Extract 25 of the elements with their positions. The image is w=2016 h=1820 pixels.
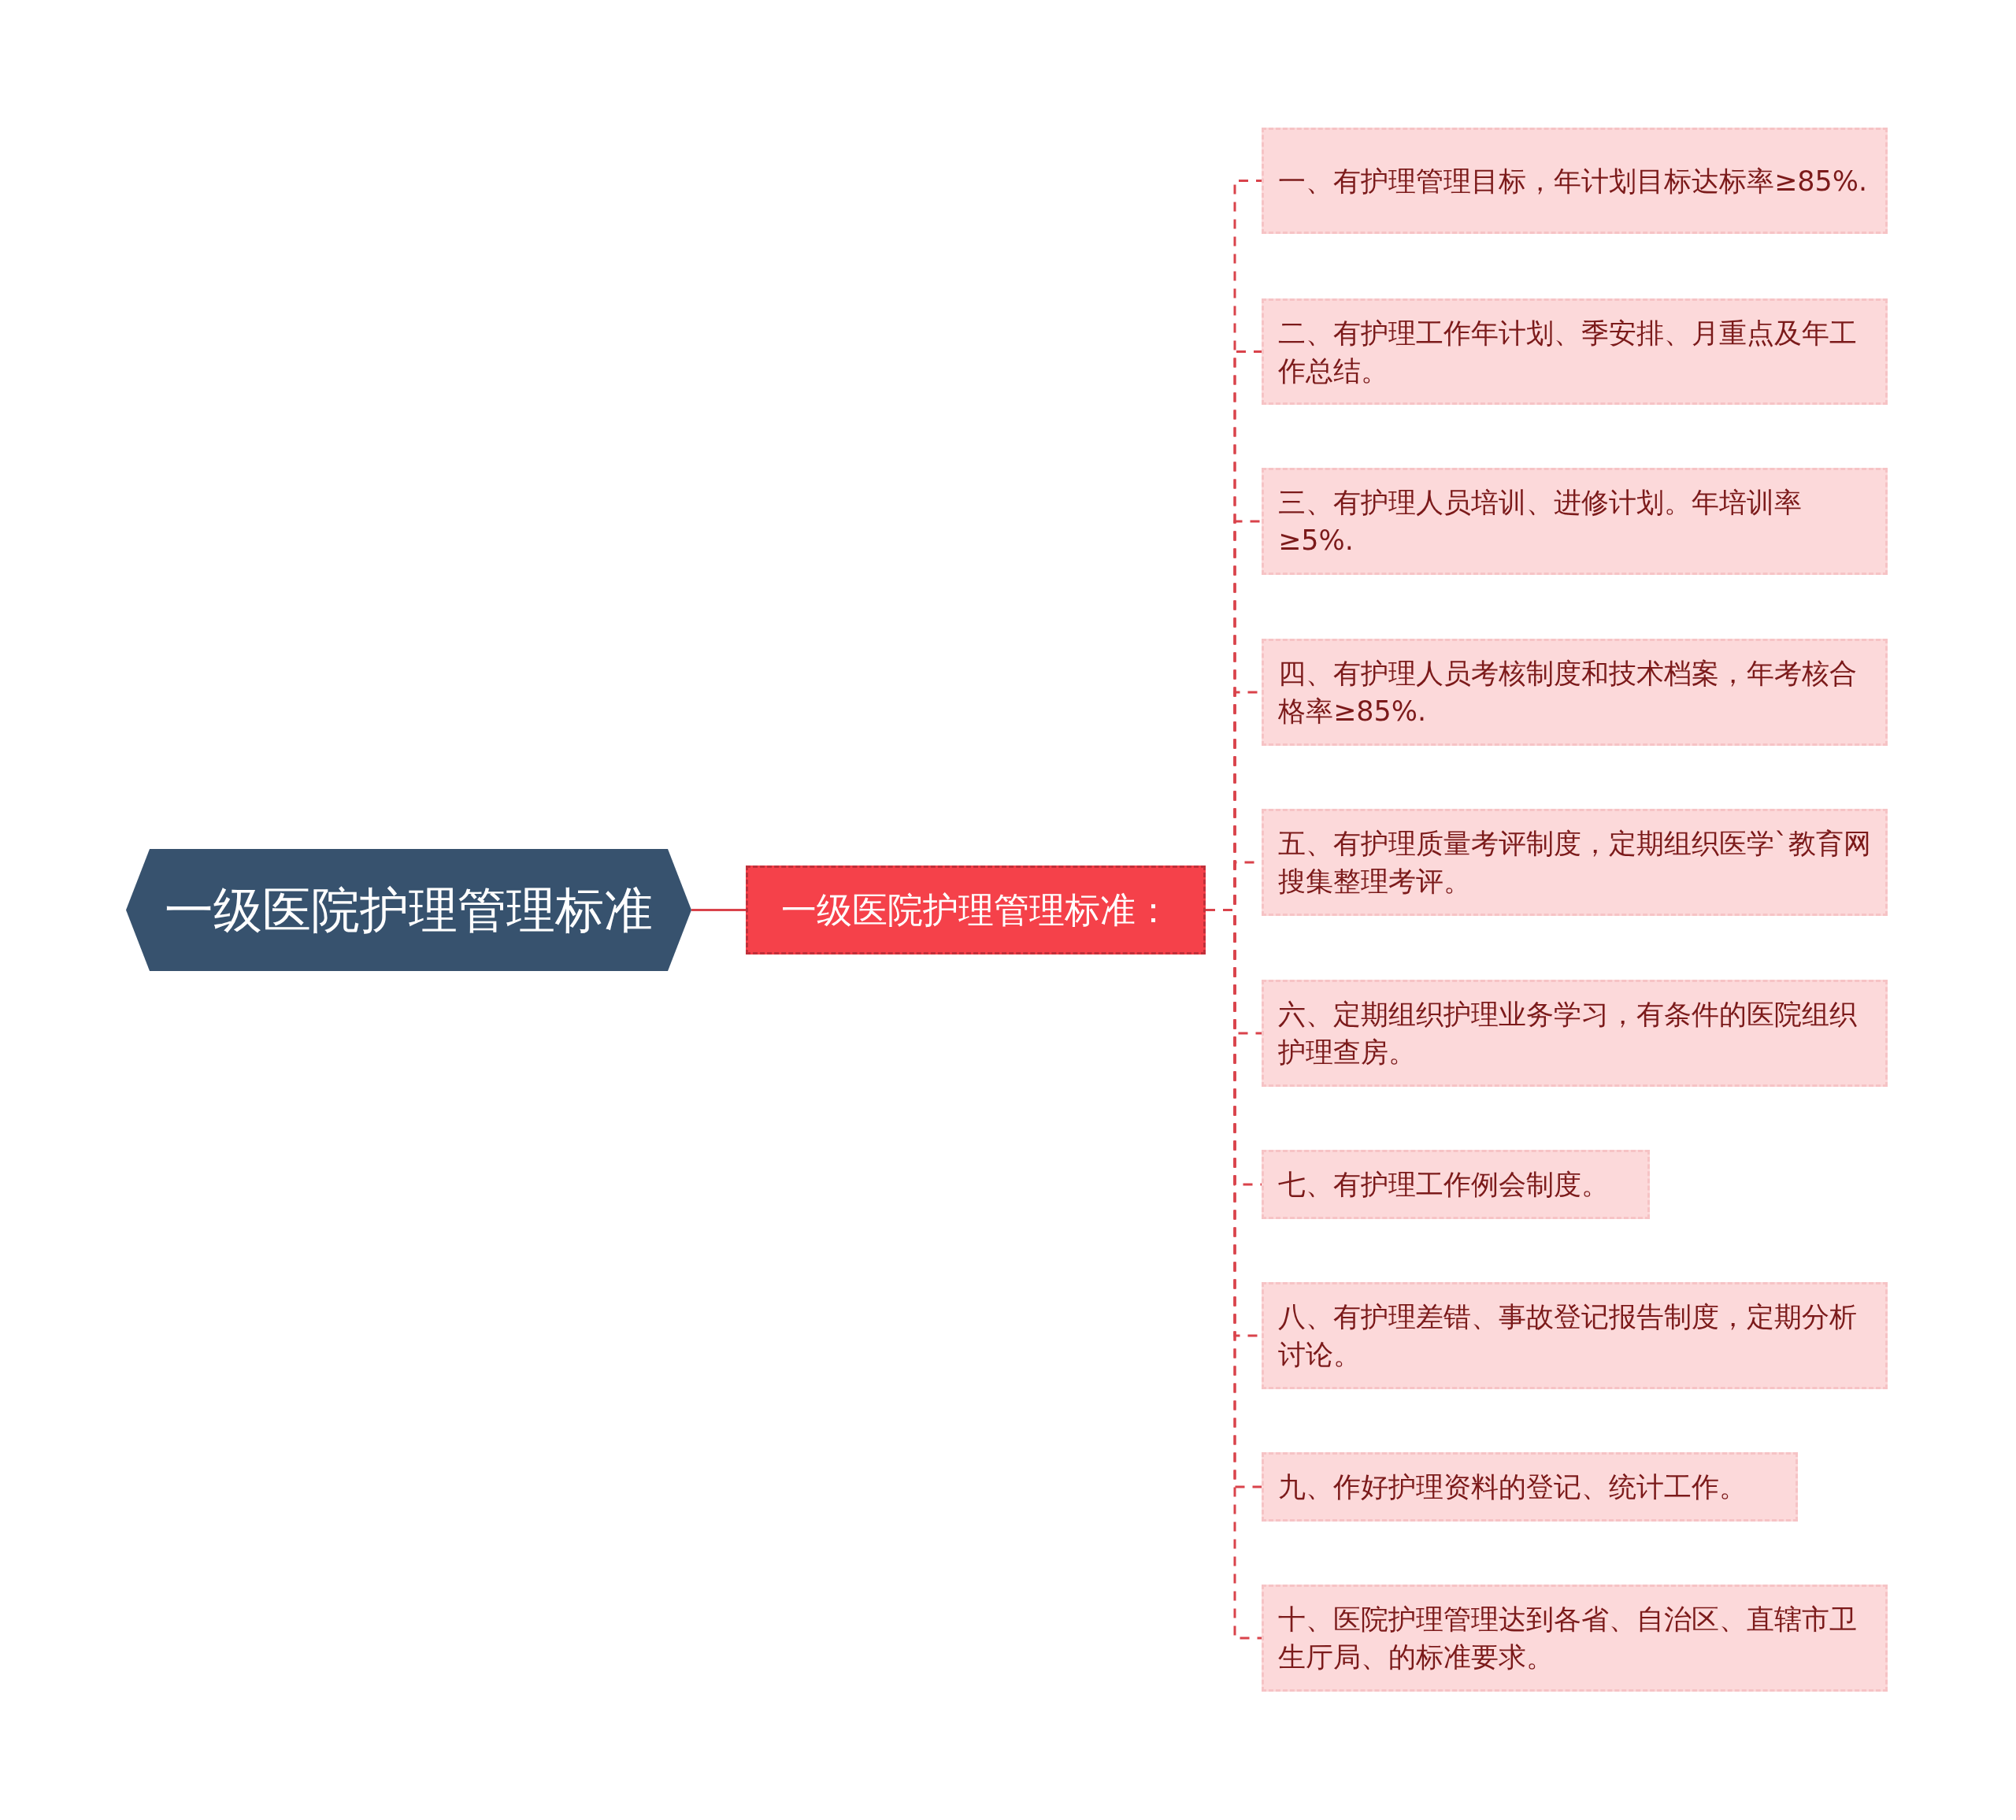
item-box: [1262, 1452, 1798, 1522]
item-box: [1262, 809, 1888, 916]
connector-line: [691, 909, 746, 911]
item-text: 九、作好护理资料的登记、统计工作。: [1278, 1470, 1747, 1504]
item-box: [1262, 639, 1888, 746]
item-box: [1262, 1150, 1650, 1219]
item-text: 七、有护理工作例会制度。: [1278, 1168, 1609, 1202]
item-text: 十、医院护理管理达到各省、自治区、直辖市卫生厅局、的标准要求。: [1278, 1603, 1858, 1674]
item-text: 八、有护理差错、事故登记报告制度，定期分析讨论。: [1278, 1300, 1858, 1372]
item-box: [1262, 468, 1888, 575]
item-text: 四、有护理人员考核制度和技术档案，年考核合格率≥85%.: [1278, 657, 1858, 728]
item-text: 一、有护理管理目标，年计划目标达标率≥85%.: [1278, 164, 1868, 198]
topic-title: 一级医院护理管理标准: [165, 880, 653, 940]
item-text: 三、有护理人员培训、进修计划。年培训率≥5%.: [1278, 486, 1803, 558]
item-box: [1262, 298, 1888, 405]
subtopic-box: [746, 866, 1206, 954]
subtopic-label: 一级医院护理管理标准：: [780, 888, 1171, 932]
item-box: [1262, 980, 1888, 1087]
item-text: 六、定期组织护理业务学习，有条件的医院组织护理查房。: [1278, 998, 1858, 1069]
item-box: [1262, 1585, 1888, 1692]
item-text: 五、有护理质量考评制度，定期组织医学`教育网搜集整理考评。: [1278, 827, 1871, 899]
item-box: [1262, 1282, 1888, 1389]
item-text: 二、有护理工作年计划、季安排、月重点及年工作总结。: [1278, 316, 1858, 388]
item-box: [1262, 128, 1888, 234]
topic-hexagon: [126, 849, 691, 971]
